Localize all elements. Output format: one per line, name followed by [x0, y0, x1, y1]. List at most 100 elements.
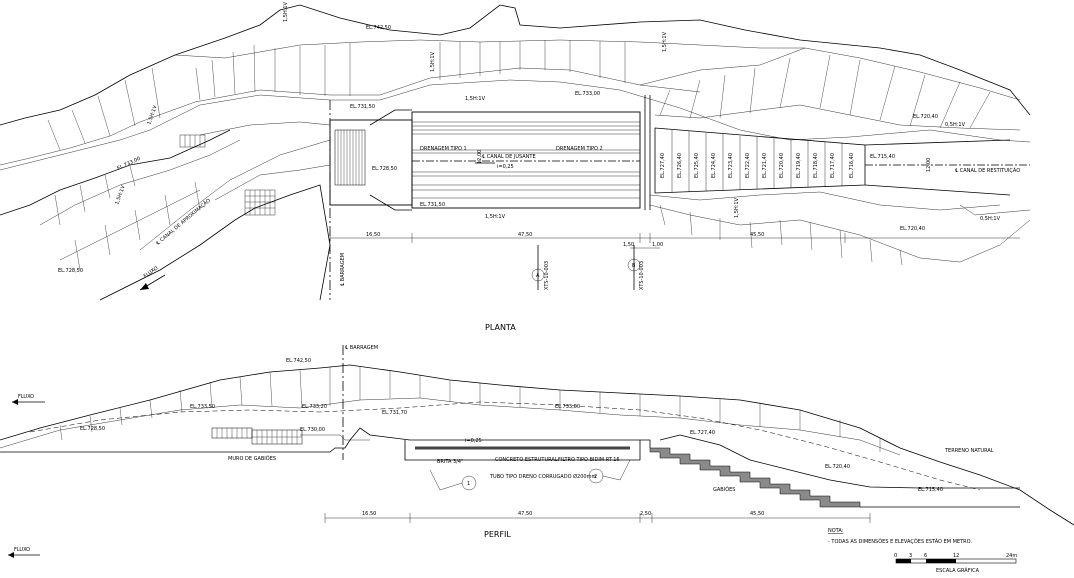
plan-restituicao-canal-label: ℄ CANAL DE RESTITUIÇÃO	[955, 167, 1020, 174]
profile-el-742-50: EL.742,50	[286, 358, 311, 364]
profile-terrain-lower	[0, 397, 901, 456]
plan-structure	[329, 95, 651, 300]
plan-flow-arrowhead	[140, 283, 149, 290]
plan-lower-inner	[39, 139, 241, 261]
plan-step-4: EL.724,40	[711, 153, 717, 178]
plan-barragem-label: ℄ BARRAGEM	[340, 253, 346, 286]
plan-el-731-50-top: EL.731,50	[350, 104, 375, 110]
plan-approach-wall	[199, 121, 331, 201]
profile-detail-markers	[429, 459, 631, 491]
plan-slope-5: 0,5H:1V	[980, 216, 1001, 222]
profile-brita: BRITA 3/4"	[437, 459, 463, 465]
profile-slope-percent: i=0,25	[465, 438, 482, 444]
plan-el-715-40: EL.715,40	[870, 154, 895, 160]
profile-terreno-natural: TERRENO NATURAL	[944, 448, 994, 454]
profile-gabion-wall	[211, 427, 303, 445]
plan-section-a-ref: XTS-10-003	[544, 261, 550, 290]
profile-el-720-40: EL.720,40	[825, 464, 850, 470]
profile-detail-1: 1	[467, 481, 470, 487]
plan-el-728-50-center: EL.728,50	[372, 166, 397, 172]
profile-tubo: TUBO TIPO DRENO CORRUGADO Ø200mm	[489, 473, 596, 480]
plan-step-8: EL.720,40	[779, 153, 785, 178]
profile-el-727-40: EL.727,40	[690, 430, 715, 436]
plan-el-742-50: EL.742,50	[366, 25, 391, 31]
plan-width-left: 12,00	[477, 150, 483, 164]
plan-upper-berm	[0, 67, 701, 166]
profile-el-733-50: EL.733,50	[190, 404, 215, 410]
profile-terrain	[0, 364, 1074, 526]
plan-right-cut-inner	[654, 104, 1021, 131]
profile-dim-4: 45,50	[750, 511, 764, 517]
plan-step-10: EL.718,40	[813, 153, 819, 178]
profile-dim-3: 2,50	[640, 511, 651, 517]
plan-el-733-00: EL.733,00	[575, 91, 600, 97]
profile-el-733-20: EL.733,20	[302, 404, 327, 410]
plan-slope-2: 1,5H:1V	[485, 214, 506, 220]
profile-title: PERFIL	[484, 530, 511, 539]
plan-fluxo-label: FLUXO	[143, 265, 160, 279]
scale-tick-0: 0	[894, 553, 897, 559]
plan-slope-7: 1,5H:1V	[430, 51, 436, 72]
bottom-fluxo-label: FLUXO	[14, 547, 30, 553]
plan-view: PLANTA EL.742,50 EL.733,00 EL.731,50 EL.…	[0, 1, 1031, 332]
profile-filtro: FILTRO TIPO BIDIM RT-16	[558, 457, 620, 463]
plan-el-731-50-bottom: EL.731,50	[420, 202, 445, 208]
profile-barragem-label: ℄ BARRAGEM	[345, 345, 378, 351]
scale-label: ESCALA GRÁFICA	[936, 567, 980, 574]
plan-dim-5: 45,50	[750, 232, 764, 238]
profile-slab-ledge	[300, 434, 370, 441]
plan-step-elevations: EL.727,40 EL.726,40 EL.725,40 EL.724,40 …	[660, 153, 855, 178]
plan-lower-cut-outline	[0, 129, 331, 301]
plan-drenagem-2-label: DRENAGEM TIPO 2	[556, 146, 603, 152]
plan-drenagem-1-label: DRENAGEM TIPO 1	[420, 146, 467, 152]
plan-width-right: 12,00	[926, 158, 932, 172]
profile-view: PERFIL EL.742,50 EL.733,50 EL.733,20 EL.…	[0, 345, 1074, 558]
plan-lower-right	[649, 204, 1031, 263]
graphic-scale: 0 3 6 12 24m ESCALA GRÁFICA	[894, 553, 1017, 574]
profile-fluxo-label: FLUXO	[18, 394, 34, 400]
plan-el-720-40-bottom: EL.720,40	[900, 226, 925, 232]
plan-jusante-canal-label: ℄ CANAL DE JUSANTE	[482, 154, 536, 160]
plan-step-3: EL.725,40	[694, 153, 700, 178]
plan-step-12: EL.716,40	[849, 153, 855, 178]
profile-el-733-00: EL.733,00	[555, 404, 580, 410]
notes-block: NOTA: - TODAS AS DIMENSÕES E ELEVAÇÕES E…	[828, 528, 972, 545]
plan-approach-canal	[139, 139, 331, 251]
plan-step-1: EL.727,40	[660, 153, 666, 178]
scale-tick-3: 3	[909, 553, 912, 559]
profile-slab	[404, 440, 641, 461]
notes-text: - TODAS AS DIMENSÕES E ELEVAÇÕES ESTÃO E…	[828, 538, 972, 545]
scale-tick-6: 6	[924, 553, 927, 559]
plan-step-7: EL.721,40	[762, 153, 768, 178]
plan-slope-1: 1,5H:1V	[465, 96, 486, 102]
profile-dim-2: 47,50	[518, 511, 532, 517]
profile-concreto: CONCRETO ESTRUTURAL	[495, 457, 558, 463]
plan-step-9: EL.719,40	[796, 153, 802, 178]
profile-el-730-00: EL.730,00	[300, 427, 325, 433]
profile-detail-2: 2	[594, 474, 597, 480]
plan-step-6: EL.722,40	[745, 153, 751, 178]
plan-lower-right-inner	[649, 191, 1001, 211]
plan-step-5: EL.723,40	[728, 153, 734, 178]
profile-slope-ticks	[59, 366, 881, 452]
profile-channel-floor	[0, 427, 651, 453]
plan-gabion-grids	[179, 134, 276, 216]
plan-slope-4: 0,5H:1V	[945, 122, 966, 128]
plan-section-a: A	[536, 273, 540, 279]
plan-slope-9: 1,5H:1V	[114, 184, 127, 205]
profile-stepped-gabions	[649, 447, 861, 508]
profile-right-floor	[659, 434, 1020, 508]
bottom-flow-arrowhead	[8, 552, 14, 558]
plan-dim-1: 16,50	[366, 232, 380, 238]
plan-slope-3: 1,5H:1V	[146, 104, 159, 125]
plan-el-728-50-left: EL.728,50	[58, 268, 83, 274]
profile-dimension-lines	[324, 513, 871, 523]
plan-step-11: EL.717,40	[830, 153, 836, 178]
plan-dimensions: 16,50 47,50 1,50 1,00 45,50	[366, 232, 764, 248]
profile-dimensions: 16,50 47,50 2,50 45,50	[362, 511, 764, 517]
plan-dim-4: 1,00	[652, 242, 663, 248]
profile-dim-1: 16,50	[362, 511, 376, 517]
plan-title: PLANTA	[485, 323, 516, 332]
plan-slope-percent: i=0,25	[497, 164, 514, 170]
plan-approach-canal-label: ℄ CANAL DE APROXIMAÇÃO	[155, 197, 212, 247]
